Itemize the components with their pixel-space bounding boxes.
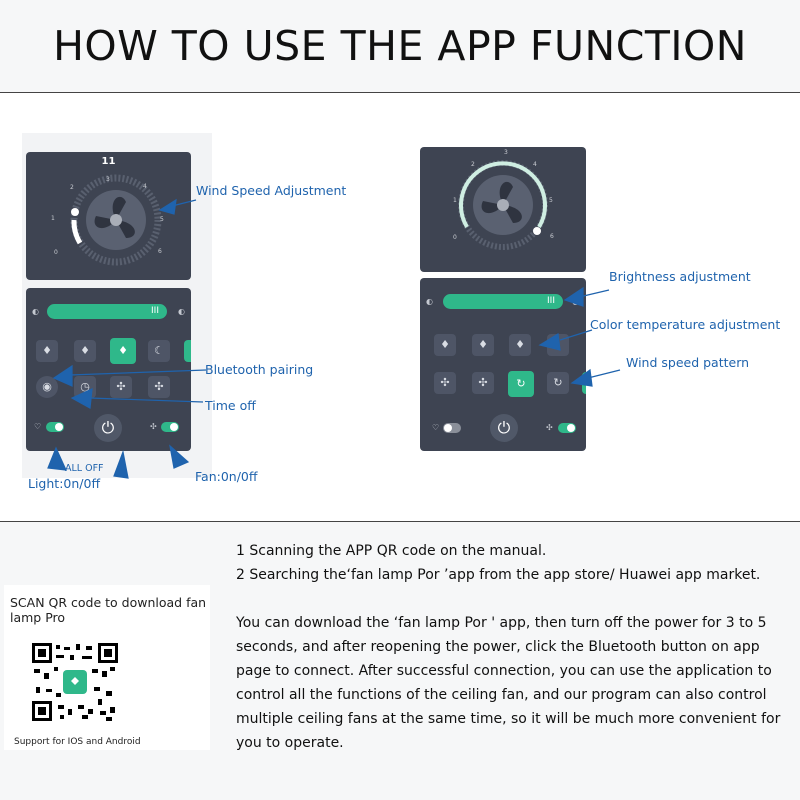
fan-toggle[interactable]: [161, 422, 179, 432]
label-bluetooth-pairing: Bluetooth pairing: [205, 362, 314, 377]
bulb-icon[interactable]: ♦: [472, 334, 494, 356]
light-toggle[interactable]: [46, 422, 64, 432]
label-time-off: Time off: [205, 398, 256, 413]
cycle-icon[interactable]: ↻: [508, 371, 534, 397]
qr-title: SCAN QR code to download fan lamp Pro: [10, 595, 207, 625]
dial-tick: 4: [143, 183, 147, 190]
dial-tick: 3: [504, 149, 508, 156]
qr-footer: Support for IOS and Android: [14, 737, 141, 747]
dial-tick: 2: [471, 161, 475, 168]
power-button[interactable]: ⏻: [490, 414, 518, 442]
dial-tick: 5: [160, 216, 164, 223]
qr-code: [32, 643, 118, 721]
label-all-off: ALL OFF: [65, 463, 104, 474]
dial-tick: 1: [453, 197, 457, 204]
cycle-icon[interactable]: ↻: [547, 372, 569, 394]
brightness-low-icon: ◐: [426, 297, 433, 306]
brightness-slider[interactable]: III: [47, 304, 167, 319]
bulb-icon[interactable]: ♦: [434, 334, 456, 356]
bulb-icon[interactable]: ♦: [509, 334, 531, 356]
right-wind-speed-dial[interactable]: [453, 155, 553, 255]
left-wind-speed-dial[interactable]: [66, 170, 166, 270]
moon-icon[interactable]: ☾: [148, 340, 170, 362]
color-mode-button[interactable]: [184, 340, 191, 362]
bulb-icon[interactable]: ♦: [110, 338, 136, 364]
dial-tick: 6: [158, 248, 162, 255]
right-fan-dial-panel: 3 4 2 5 1 6 0: [420, 147, 586, 272]
annotation-arrows: [47, 198, 621, 479]
fan-icon[interactable]: ✣: [434, 372, 456, 394]
top-divider: [0, 92, 800, 93]
brightness-high-icon: ◐: [178, 307, 185, 316]
fan-small-icon: ✣: [546, 423, 553, 432]
power-button[interactable]: ⏻: [94, 414, 122, 442]
page-title: HOW TO USE THE APP FUNCTION: [53, 22, 747, 70]
label-wind-speed-pattern: Wind speed pattern: [626, 355, 750, 370]
dial-tick: 0: [54, 249, 58, 256]
step-2: 2 Searching the‘fan lamp Por ’app from t…: [236, 567, 761, 583]
label-wind-speed-adjustment: Wind Speed Adjustment: [196, 183, 347, 198]
light-icon: ♡: [34, 422, 42, 431]
left-control-panel: ◐ III ◐ ♦ ♦ ♦ ☾ ◉ ◷ ✣ ✣ ♡ ⏻ ✣: [26, 288, 191, 451]
speed-value: 11: [101, 156, 116, 167]
dial-tick: 2: [70, 184, 74, 191]
bulb-icon[interactable]: ♦: [74, 340, 96, 362]
light-icon: ♡: [432, 423, 440, 432]
slider-handle-icon: III: [547, 296, 555, 306]
dial-tick: 5: [549, 197, 553, 204]
brightness-slider[interactable]: III: [443, 294, 563, 309]
slider-handle-icon: III: [151, 306, 159, 316]
bluetooth-icon[interactable]: ◉: [36, 376, 58, 398]
dial-tick: 6: [550, 233, 554, 240]
label-fan-onoff: Fan:0n/0ff: [195, 469, 258, 484]
brightness-low-icon: ◐: [32, 307, 39, 316]
label-color-temperature-adjustment: Color temperature adjustment: [590, 317, 781, 332]
label-light-onoff: Light:0n/0ff: [28, 476, 101, 491]
bulb-icon[interactable]: ♦: [36, 340, 58, 362]
fan-icon[interactable]: ✣: [472, 372, 494, 394]
step-1: 1 Scanning the APP QR code on the manual…: [236, 543, 547, 559]
fan-icon[interactable]: ✣: [110, 376, 132, 398]
label-brightness-adjustment: Brightness adjustment: [609, 269, 751, 284]
dial-tick: 0: [453, 234, 457, 241]
instructions-paragraph: You can download the ‘fan lamp Por ' app…: [236, 615, 781, 751]
fan-small-icon: ✣: [150, 422, 157, 431]
fan-icon[interactable]: ✣: [148, 376, 170, 398]
dial-tick: 1: [51, 215, 55, 222]
instructions: 1 Scanning the APP QR code on the manual…: [236, 539, 798, 755]
left-fan-dial-panel: 11 3 4 5 6 2 1 0: [26, 152, 191, 280]
dial-tick: 4: [533, 161, 537, 168]
fan-toggle[interactable]: [558, 423, 576, 433]
bottom-divider: [0, 521, 800, 522]
light-toggle[interactable]: [443, 423, 461, 433]
dial-tick: 3: [106, 176, 110, 183]
